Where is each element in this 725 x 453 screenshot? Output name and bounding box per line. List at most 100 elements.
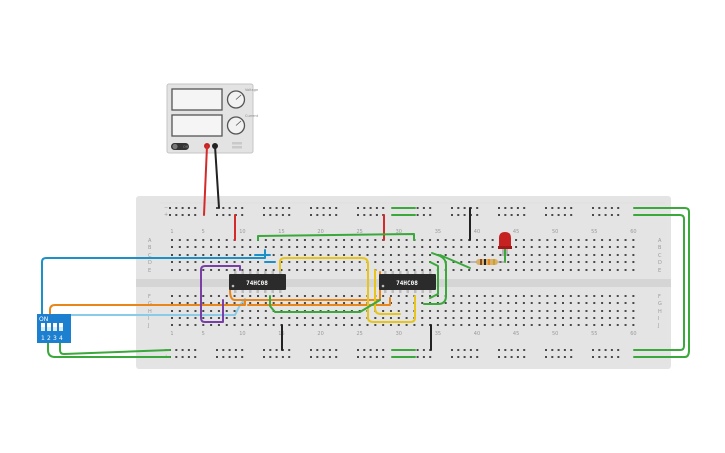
hole [510,356,513,358]
hole [577,254,580,256]
hole [319,269,322,271]
hole [452,310,455,312]
chip-pin [256,271,259,274]
hole [288,295,291,297]
hole [389,324,392,326]
hole [624,317,627,319]
purple-wire[interactable] [200,265,241,323]
hole [335,317,338,319]
hole [616,261,619,263]
column-number: 40 [474,229,480,235]
hole [546,246,549,248]
hole [272,239,275,241]
blue-long-wire[interactable] [41,249,266,323]
hole [593,254,596,256]
hole [546,302,549,304]
dip-switch[interactable]: ON 1 2 3 4 [37,314,71,343]
hole [610,214,613,216]
hole [194,349,197,351]
hole [593,324,596,326]
hole [554,254,557,256]
resistor[interactable] [470,259,505,265]
hole [601,246,604,248]
hole [187,349,190,351]
hole [358,317,361,319]
yellow-wire[interactable] [279,257,416,323]
hole [382,261,385,263]
chip-pin [241,271,244,274]
hole [422,214,425,216]
hole [335,295,338,297]
hole [601,324,604,326]
hole [421,317,424,319]
hole [577,269,580,271]
hole [327,269,330,271]
hole [310,349,312,351]
row-letter: A [658,238,662,244]
hole [452,261,455,263]
psu-red-wire[interactable] [203,145,208,216]
chip-pin [264,271,267,274]
hole [178,261,181,263]
hole [358,254,361,256]
chip-pin [264,290,267,293]
hole [546,324,549,326]
hole [616,317,619,319]
hole [175,207,178,209]
chip-74hc08-2[interactable]: 74HC08 [379,274,436,290]
hole [577,302,580,304]
hole [632,254,635,256]
hole [169,207,171,209]
dip-number-3: 3 [53,335,57,342]
hole [178,239,181,241]
hole [598,214,601,216]
hole [241,324,244,326]
blue-short-wires [254,254,276,263]
hole [327,261,330,263]
chip-74hc08-1[interactable]: 74HC08 [229,274,286,290]
hole [468,295,471,297]
hole [546,317,549,319]
hole [593,239,596,241]
hole [350,261,353,263]
hole [350,302,353,304]
hole [577,310,580,312]
hole [601,261,604,263]
hole [187,207,190,209]
hole [249,295,252,297]
hole [598,349,601,351]
row-letter: D [658,260,662,266]
hole [397,254,400,256]
hole [444,239,447,241]
column-number: 50 [552,331,558,337]
hole [296,246,299,248]
green-wire-chip2-loop [423,252,447,305]
hole [522,317,525,319]
hole [281,356,284,358]
hole [585,324,588,326]
hole [616,254,619,256]
hole [515,324,518,326]
hole [186,317,189,319]
hole [522,310,525,312]
hole [491,310,494,312]
psu-black-wire[interactable] [214,145,220,209]
led-red[interactable] [498,232,512,256]
hole [557,356,560,358]
hole [217,324,220,326]
hole [288,261,291,263]
hole [483,324,486,326]
hole [616,295,619,297]
hole [436,317,439,319]
hole [264,324,267,326]
hole [475,324,478,326]
hole [187,356,190,358]
row-letter: H [658,309,662,315]
hole [538,269,541,271]
hole [405,254,408,256]
orange-wire[interactable] [49,297,391,321]
hole [405,302,408,304]
power-supply[interactable]: Voltage Current Off [166,83,259,154]
hole [217,302,220,304]
hole [554,317,557,319]
